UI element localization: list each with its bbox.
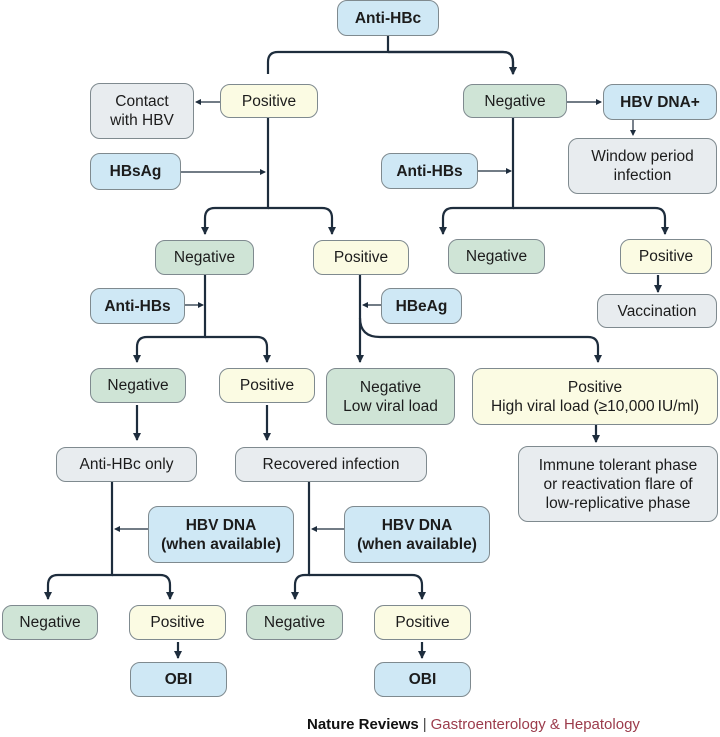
footer-credit: Nature Reviews|Gastroenterology & Hepato…	[307, 716, 640, 733]
hbsag-positive-box: Positive	[313, 240, 409, 275]
hbeag-positive-box: Positive High viral load (≥10,000 IU/ml)	[472, 368, 718, 425]
journal-section: Gastroenterology & Hepatology	[430, 716, 640, 733]
contact-with-hbv-box: Contact with HBV	[90, 83, 194, 139]
hbsag-negative-box: Negative	[155, 240, 254, 275]
anti-hbs-positive-box-left: Positive	[219, 368, 315, 403]
anti-hbc-negative-box: Negative	[463, 84, 567, 118]
anti-hbs-negative-box-left: Negative	[90, 368, 186, 403]
hbv-dna-negative-box-right: Negative	[246, 605, 343, 640]
anti-hbc-box: Anti-HBc	[337, 0, 439, 36]
hbv-dna-positive-box-left: Positive	[129, 605, 226, 640]
anti-hbc-positive-box: Positive	[220, 84, 318, 118]
hbeag-negative-box: Negative Low viral load	[326, 368, 455, 425]
trunk-recovered	[291, 482, 311, 600]
split-anti-hbc	[266, 36, 513, 74]
hbsag-test-box: HBsAg	[90, 153, 181, 190]
vaccination-box: Vaccination	[597, 294, 717, 328]
journal-name: Nature Reviews	[307, 716, 419, 733]
trunk-anti-hbc-only	[44, 482, 114, 600]
hbv-dna-plus-box: HBV DNA+	[603, 84, 717, 120]
hbeag-test-box: HBeAg	[381, 288, 462, 324]
anti-hbc-only-box: Anti-HBc only	[56, 447, 197, 482]
hbv-dna-test-box-left: HBV DNA (when available)	[148, 506, 294, 563]
footer-separator: |	[422, 716, 427, 733]
trunk-hbsag-negative	[133, 275, 207, 363]
trunk-negative	[439, 118, 515, 235]
hbv-dna-test-box-right: HBV DNA (when available)	[344, 506, 490, 563]
obi-box-right: OBI	[374, 662, 471, 697]
immune-tolerant-box: Immune tolerant phase or reactivation fl…	[518, 446, 718, 522]
anti-hbs-positive-box-right: Positive	[620, 239, 712, 274]
obi-box-left: OBI	[130, 662, 227, 697]
anti-hbs-negative-box-right: Negative	[448, 239, 545, 274]
hbv-dna-negative-box-left: Negative	[2, 605, 98, 640]
recovered-infection-box: Recovered infection	[235, 447, 427, 482]
hbv-dna-positive-box-right: Positive	[374, 605, 471, 640]
window-period-box: Window period infection	[568, 138, 717, 194]
anti-hbs-test-box-left: Anti-HBs	[90, 288, 185, 324]
anti-hbs-test-box-right: Anti-HBs	[381, 153, 478, 189]
trunk-positive	[201, 118, 270, 235]
